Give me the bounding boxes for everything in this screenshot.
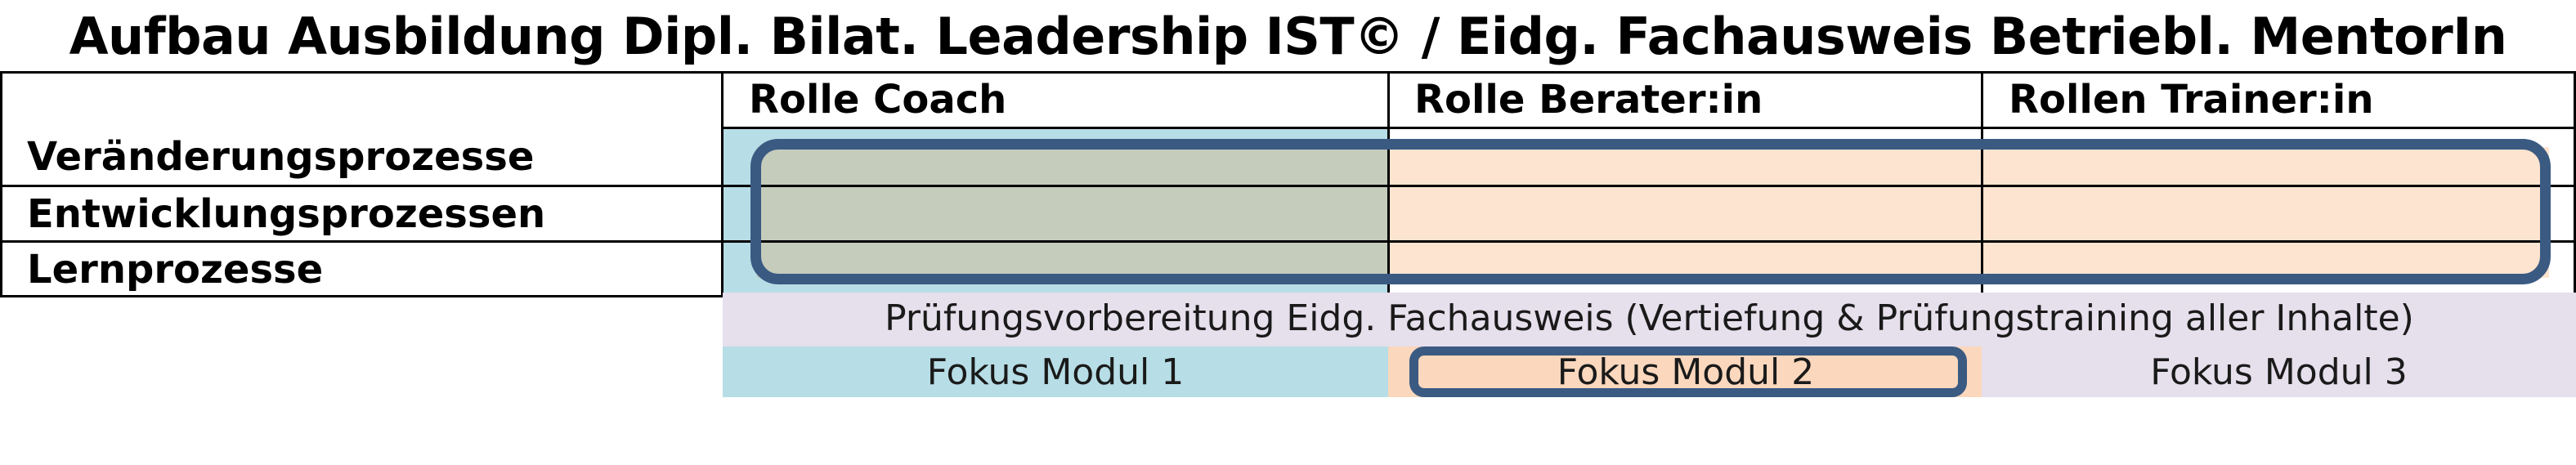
row-header-lernprozesse: Lernprozesse xyxy=(27,247,324,293)
column-header-berater: Rolle Berater:in xyxy=(1414,77,1763,123)
module-3-bar: Fokus Modul 3 xyxy=(1982,347,2576,397)
column-header-coach: Rolle Coach xyxy=(749,77,1007,123)
module-2-highlight-frame xyxy=(1409,347,1967,397)
page-title: Aufbau Ausbildung Dipl. Bilat. Leadershi… xyxy=(69,7,2507,66)
exam-preparation-bar: Prüfungsvorbereitung Eidg. Fachausweis (… xyxy=(723,293,2576,347)
header-divider xyxy=(723,127,2576,129)
table-border-right xyxy=(2574,71,2576,297)
column-header-trainer: Rollen Trainer:in xyxy=(2009,77,2374,123)
module-2-bar: Fokus Modul 2 xyxy=(1557,351,1815,393)
col-divider-3 xyxy=(1981,71,1983,297)
table-border-top xyxy=(0,71,2576,74)
module-1-bar: Fokus Modul 1 xyxy=(723,347,1388,397)
berater-trainer-fill xyxy=(1388,147,2549,278)
row-divider-2 xyxy=(0,240,2576,243)
row-divider-1 xyxy=(0,185,2576,187)
table-border-left xyxy=(0,71,2,297)
row-header-entwicklung: Entwicklungsprozessen xyxy=(27,191,546,237)
col-divider-2 xyxy=(1387,71,1390,297)
coach-highlight-fill xyxy=(757,147,1388,278)
matrix-highlight-frame xyxy=(750,139,2551,284)
row-header-veraenderung: Veränderungsprozesse xyxy=(27,134,535,180)
col-divider-1 xyxy=(721,71,724,297)
